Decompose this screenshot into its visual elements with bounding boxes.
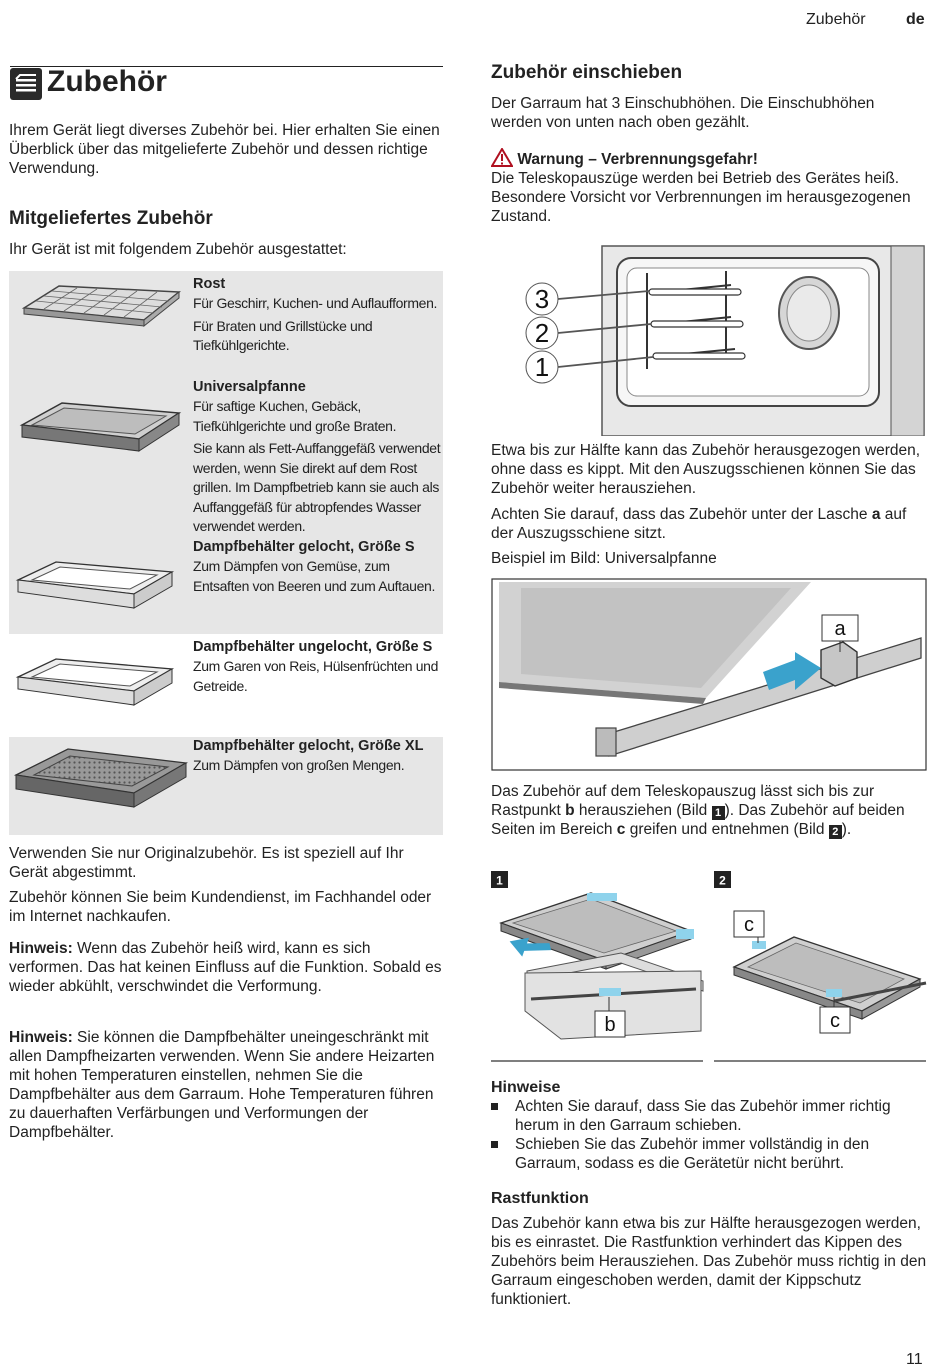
steam-container-unperforated-s-image [15, 658, 175, 706]
figure-ref-2: 2 [828, 825, 842, 839]
accessory-desc: Zum Dämpfen von großen Mengen. [193, 757, 405, 773]
label-c: c [744, 914, 754, 936]
hint-text: Schieben Sie das Zubehör immer vollständ… [515, 1136, 870, 1172]
accessory-desc: Für Geschirr, Kuchen- und Auflaufformen. [193, 295, 438, 311]
hint-text: Achten Sie darauf, dass Sie das Zubehör … [515, 1098, 891, 1134]
warning-title: Warnung – Verbrennungsgefahr! [517, 151, 758, 168]
universal-pan-image [19, 402, 182, 452]
list-item: Achten Sie darauf, dass Sie das Zubehör … [491, 1097, 927, 1135]
text-run: ). Das Zubehör auf beiden Seiten im Bere… [491, 802, 905, 838]
label-c: c [830, 1010, 840, 1032]
text-run: herausziehen (Bild [574, 802, 712, 819]
note-label: Hinweis: [9, 940, 73, 957]
list-item: Schieben Sie das Zubehör immer vollständ… [491, 1135, 927, 1173]
text-run: Das Zubehör auf dem Teleskopauszug lässt… [491, 783, 875, 819]
accessory-name: Universalpfanne [193, 379, 306, 395]
rast-text: Das Zubehör kann etwa bis zur Hälfte her… [491, 1215, 927, 1308]
figure-number: 1 [496, 874, 503, 888]
accessory-name: Rost [193, 276, 226, 292]
accessory-desc: Zum Garen von Reis, Hülsenfrüchten und G… [193, 658, 439, 694]
note-text: Wenn das Zubehör heiß wird, kann es sich… [9, 940, 442, 995]
accessory-universal-pan: Universalpfanne Für saftige Kuchen, Gebä… [193, 378, 443, 537]
warning-text: Die Teleskopauszüge werden bei Betrieb d… [491, 170, 911, 225]
figure-1-pull-out: 1 b [491, 871, 704, 1062]
accessory-desc: Für saftige Kuchen, Gebäck, Tiefkühlgeri… [193, 398, 397, 434]
title-rule [10, 66, 443, 67]
page-title: Zubehör [47, 65, 167, 98]
point-b-letter: b [565, 802, 575, 819]
reorder-text: Zubehör können Sie beim Kundendienst, im… [9, 889, 432, 925]
supplied-lead: Ihr Gerät ist mit folgendem Zubehör ausg… [9, 241, 347, 258]
warning-triangle-icon [490, 147, 514, 167]
text-run: ). [841, 821, 852, 838]
hints-list: Achten Sie darauf, dass Sie das Zubehör … [491, 1097, 927, 1173]
text-run: greifen und entnehmen (Bild [625, 821, 829, 838]
figure-ref-1: 1 [711, 806, 725, 820]
tab-letter: a [871, 506, 881, 523]
label-b: b [604, 1014, 615, 1036]
figure-2-remove: 2 c c [714, 871, 927, 1062]
accessory-steam-unperforated-s: Dampfbehälter ungelocht, Größe S Zum Gar… [193, 638, 443, 696]
insert-text: Der Garraum hat 3 Einschubhöhen. Die Ein… [491, 95, 875, 131]
text-run: auf der Auszugsschiene sitzt. [491, 506, 907, 542]
note-text: Sie können die Dampfbehälter uneingeschr… [9, 1029, 435, 1141]
running-header-section: Zubehör [806, 11, 866, 28]
accessory-steam-perforated-s: Dampfbehälter gelocht, Größe S Zum Dämpf… [193, 538, 443, 596]
level-label: 1 [535, 352, 549, 382]
example-caption: Beispiel im Bild: Universalpfanne [491, 550, 717, 567]
accessory-desc: Sie kann als Fett-Auffanggefäß verwendet… [193, 440, 441, 534]
accessory-rack: Rost Für Geschirr, Kuchen- und Auflauffo… [193, 275, 443, 356]
bullet [491, 1103, 498, 1110]
tab-placement-text: Achten Sie darauf, dass das Zubehör unte… [491, 505, 927, 543]
original-accessory-text: Verwenden Sie nur Originalzubehör. Es is… [9, 845, 404, 881]
accessory-desc: Für Braten und Grillstücke und Tiefkühlg… [193, 317, 373, 354]
accessory-desc: Zum Dämpfen von Gemüse, zum Entsaften vo… [193, 558, 435, 594]
accessory-steam-perforated-xl: Dampfbehälter gelocht, Größe XL Zum Dämp… [193, 737, 443, 776]
bullet [491, 1141, 498, 1148]
supplied-heading: Mitgeliefertes Zubehör [9, 208, 213, 229]
burn-warning: Warnung – Verbrennungsgefahr! Die Telesk… [490, 147, 926, 226]
insert-heading: Zubehör einschieben [491, 62, 683, 83]
running-header-language: de [906, 11, 925, 28]
figure-number: 2 [719, 874, 726, 888]
accessory-name: Dampfbehälter gelocht, Größe S [193, 539, 415, 555]
note-label: Hinweis: [9, 1029, 73, 1046]
page-number: 11 [906, 1351, 923, 1368]
accessory-chapter-icon [10, 68, 42, 100]
label-a: a [834, 618, 846, 640]
rail-tab-figure: a [491, 578, 927, 771]
telescopic-removal-text: Das Zubehör auf dem Teleskopauszug lässt… [491, 782, 927, 839]
intro-text: Ihrem Gerät liegt diverses Zubehör bei. … [9, 122, 440, 177]
oven-levels-figure: 3 2 1 [491, 241, 927, 436]
level-label: 3 [535, 284, 549, 314]
area-c-letter: c [616, 821, 626, 838]
rast-heading: Rastfunktion [491, 1190, 589, 1207]
warning-title-row: Warnung – Verbrennungsgefahr! [490, 147, 926, 169]
rack-image [21, 285, 182, 328]
note-deformation: Hinweis: Wenn das Zubehör heiß wird, kan… [9, 939, 443, 996]
accessory-name: Dampfbehälter ungelocht, Größe S [193, 639, 433, 655]
pull-out-text: Etwa bis zur Hälfte kann das Zubehör her… [491, 442, 921, 497]
accessory-name: Dampfbehälter gelocht, Größe XL [193, 738, 424, 754]
text-run: Achten Sie darauf, dass das Zubehör unte… [491, 506, 872, 523]
steam-container-perforated-xl-image [13, 748, 189, 808]
note-steam-containers: Hinweis: Sie können die Dampfbehälter un… [9, 1028, 443, 1142]
level-label: 2 [535, 318, 549, 348]
steam-container-perforated-s-image [15, 561, 175, 609]
hints-heading: Hinweise [491, 1079, 561, 1096]
